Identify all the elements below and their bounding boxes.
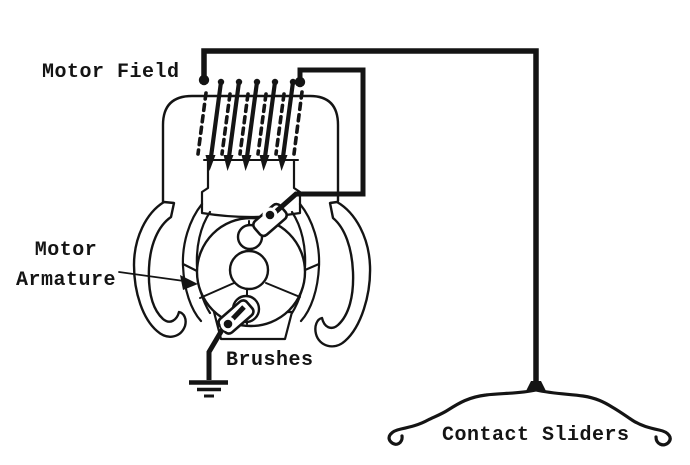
brace-wire-foot: [526, 381, 546, 391]
motor-armature-label-line1: Motor: [34, 239, 98, 262]
brushes-label: Brushes: [226, 349, 314, 372]
brush-pins: [220, 207, 278, 332]
armature-leader-arrow: [118, 271, 198, 290]
pole-piece: [200, 158, 302, 219]
junction-dots: [198, 74, 306, 88]
right-lobe: [314, 200, 372, 348]
motor-armature-label: Motor Armature: [12, 236, 120, 296]
contact-slider-brace: [387, 381, 672, 447]
coil-turn-caps: [217, 78, 297, 86]
field-lobes: [132, 200, 372, 348]
ground-symbol: [189, 380, 228, 398]
motor-armature-label-line2: Armature: [15, 269, 116, 292]
contact-sliders-label: Contact Sliders: [442, 424, 630, 447]
wire-top-to-slider: [201, 48, 539, 383]
wire-field-to-brush: [269, 67, 366, 218]
coil-arrowheads: [205, 155, 288, 171]
left-lobe: [132, 200, 187, 338]
coil-hidden-turns: [196, 90, 304, 156]
motor-armature: [195, 216, 307, 328]
motor-field-coil: [196, 78, 304, 171]
motor-field-label: Motor Field: [42, 61, 180, 84]
motor-frame: [161, 94, 340, 209]
armature-shaft: [228, 249, 270, 291]
